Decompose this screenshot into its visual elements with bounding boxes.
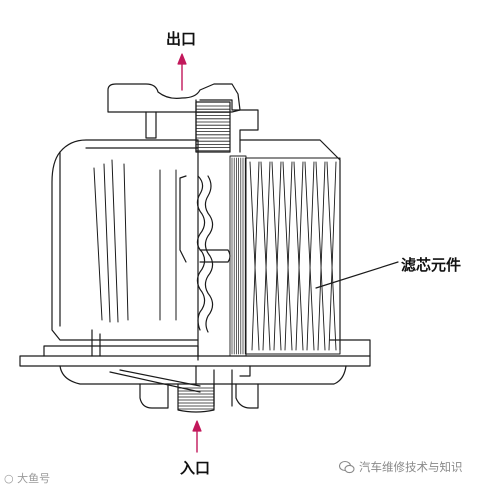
watermark-right: 汽车维修技术与知识 bbox=[339, 459, 463, 475]
inlet-arrow-icon bbox=[192, 420, 202, 453]
inlet-label: 入口 bbox=[180, 459, 211, 477]
outlet-fitting bbox=[107, 83, 259, 153]
outlet-arrow-icon bbox=[177, 53, 187, 91]
inlet-fitting bbox=[59, 365, 347, 413]
element-leader-line bbox=[315, 261, 399, 289]
filter-element-zigzag bbox=[245, 157, 341, 355]
filter-element-pleats bbox=[229, 155, 247, 357]
housing-shading bbox=[93, 159, 177, 323]
threaded-centre-tube bbox=[195, 101, 231, 153]
base-flange bbox=[19, 329, 371, 367]
camera-logo-icon: ○ bbox=[4, 472, 14, 485]
watermark-left-text: 大鱼号 bbox=[17, 472, 51, 485]
inner-pleat-section bbox=[179, 175, 231, 333]
wechat-icon bbox=[339, 460, 355, 474]
outlet-label: 出口 bbox=[166, 30, 197, 48]
watermark-right-text: 汽车维修技术与知识 bbox=[359, 460, 463, 474]
filter-element-label: 滤芯元件 bbox=[401, 256, 462, 274]
watermark-left: ○ 大鱼号 bbox=[4, 470, 50, 486]
